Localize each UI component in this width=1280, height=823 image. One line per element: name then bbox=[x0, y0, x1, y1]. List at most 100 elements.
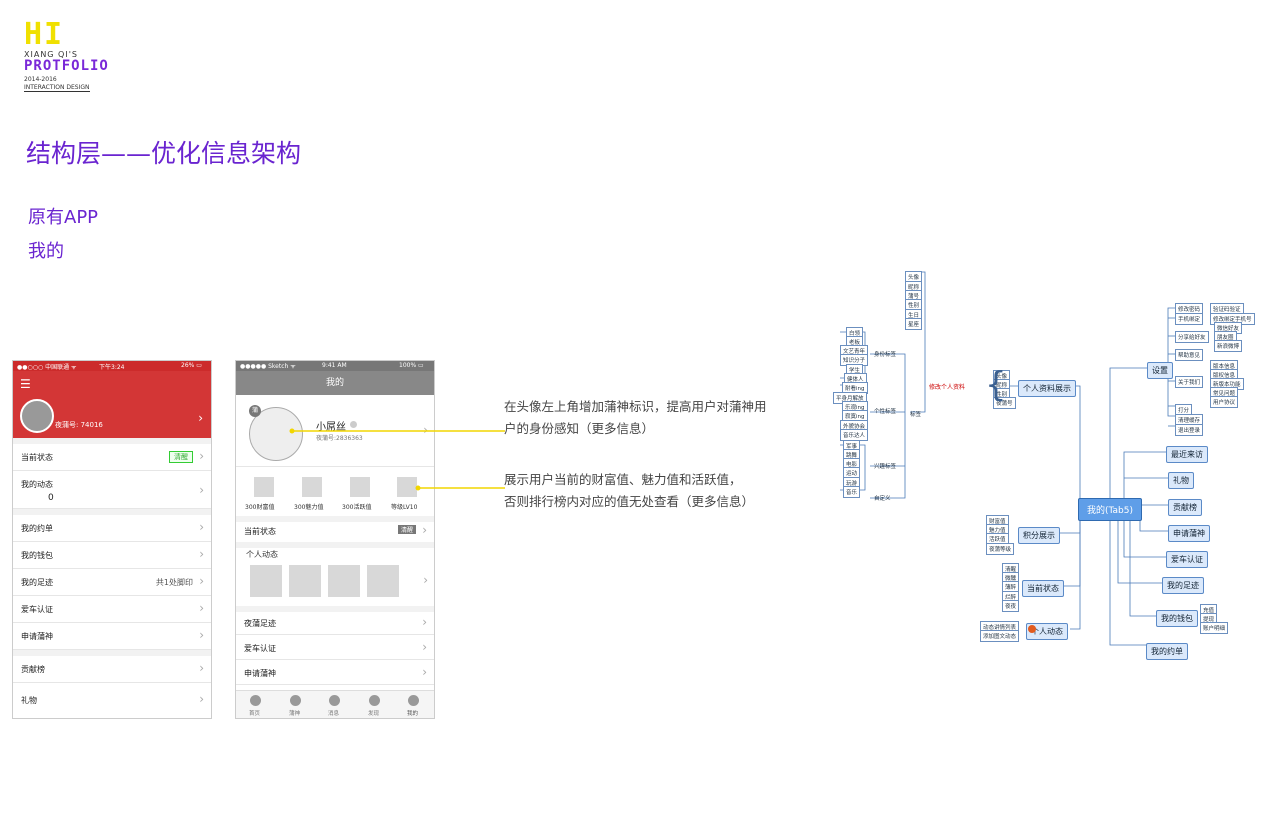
pushen-badge: 蒲 bbox=[249, 405, 261, 417]
stat-level: 等级LV10 bbox=[391, 504, 418, 511]
dynamic-thumb[interactable] bbox=[250, 565, 282, 597]
row-label: 我的钱包 bbox=[21, 551, 53, 560]
mindmap-leaf: 分享给好友 bbox=[1175, 331, 1209, 343]
dynamic-thumb[interactable] bbox=[289, 565, 321, 597]
status-time: 下午3:24 bbox=[99, 364, 125, 371]
mindmap-leaf: 添加图文动态 bbox=[980, 630, 1020, 642]
row-my-footprint[interactable]: 我的足迹 共1处脚印 › bbox=[13, 569, 211, 596]
tab-mine[interactable]: 我的 bbox=[407, 711, 419, 717]
dynamic-thumb[interactable] bbox=[367, 565, 399, 597]
chevron-right-icon: › bbox=[422, 665, 427, 679]
chevron-right-icon: › bbox=[199, 628, 204, 642]
annotation-text: 在头像左上角增加蒲神标识，提高用户对蒲神用 bbox=[504, 399, 767, 414]
status-carrier: ●●○○○ 中国联通 ᯤ bbox=[17, 364, 77, 371]
tab-bar: 首页 蒲神 消息 发现 我的 bbox=[236, 690, 434, 718]
row-my-orders[interactable]: 我的约单 › bbox=[13, 515, 211, 542]
row-car-verify[interactable]: 爱车认证 › bbox=[13, 596, 211, 623]
mindmap-node: 我的钱包 bbox=[1156, 610, 1198, 627]
mindmap-leaf: 退出登录 bbox=[1175, 424, 1204, 436]
mindmap-leaf: 星座 bbox=[905, 318, 923, 330]
mindmap-node: 个人资料展示 bbox=[1018, 380, 1076, 397]
stat-activity: 300活跃值 bbox=[342, 504, 372, 511]
row-apply-pushen[interactable]: 申请蒲神 › bbox=[13, 623, 211, 650]
row-footprint[interactable]: 夜蒲足迹 › bbox=[236, 610, 434, 635]
tag-group-custom: 自定义 bbox=[874, 496, 891, 502]
chevron-right-icon: › bbox=[198, 411, 203, 425]
page-title: 结构层——优化信息架构 bbox=[26, 139, 302, 168]
mindmap-node: 当前状态 bbox=[1022, 580, 1064, 597]
chevron-right-icon: › bbox=[199, 520, 204, 534]
row-label: 申请蒲神 bbox=[244, 669, 276, 678]
mindmap-node: 我的约单 bbox=[1146, 643, 1188, 660]
row-apply-pushen[interactable]: 申请蒲神 › bbox=[236, 660, 434, 685]
nav-title: 我的 bbox=[236, 371, 434, 395]
stat-wealth: 300财富值 bbox=[245, 504, 275, 511]
row-label: 当前状态 bbox=[21, 453, 53, 462]
chevron-right-icon: › bbox=[422, 523, 427, 537]
divider bbox=[13, 650, 211, 656]
mindmap-leaf: 夜蒲号 bbox=[993, 397, 1016, 409]
chevron-right-icon: › bbox=[199, 483, 204, 497]
tab-discover[interactable]: 发现 bbox=[368, 711, 380, 717]
row-my-wallet[interactable]: 我的钱包 › bbox=[13, 542, 211, 569]
mindmap-center: 我的(Tab5) bbox=[1078, 498, 1142, 521]
chevron-right-icon: › bbox=[423, 573, 428, 587]
annotation-text: 展示用户当前的财富值、魅力值和活跃值， bbox=[504, 472, 742, 487]
profile-header[interactable]: ☰ 夜蒲号: 74016 › bbox=[13, 371, 211, 438]
row-label: 贡献榜 bbox=[21, 665, 45, 674]
logo-years: 2014-2016 bbox=[24, 76, 57, 83]
tag-group-identity: 身份标签 bbox=[874, 352, 897, 358]
annotation-text: 户的身份感知（更多信息） bbox=[504, 421, 655, 436]
mindmap-leaf: 帮助意见 bbox=[1175, 349, 1204, 361]
tab-pushen[interactable]: 蒲神 bbox=[289, 711, 301, 717]
chevron-right-icon: › bbox=[199, 547, 204, 561]
row-contribution[interactable]: 贡献榜 › bbox=[13, 656, 211, 683]
chevron-right-icon: › bbox=[199, 601, 204, 615]
row-car-verify[interactable]: 爱车认证 › bbox=[236, 635, 434, 660]
tab-messages[interactable]: 消息 bbox=[328, 711, 340, 717]
row-label: 爱车认证 bbox=[21, 605, 53, 614]
tab-home[interactable]: 首页 bbox=[249, 711, 261, 717]
row-label: 当前状态 bbox=[244, 527, 276, 536]
annotation-text: 否则排行榜内对应的值无处查看（更多信息） bbox=[504, 494, 755, 509]
dynamic-thumb[interactable] bbox=[328, 565, 360, 597]
chevron-right-icon: › bbox=[199, 692, 204, 706]
row-label: 礼物 bbox=[21, 696, 37, 705]
wireframe-phone: ●●●●● Sketch ᯤ 9:41 AM 100% ▭ 我的 蒲 小屌丝 夜… bbox=[235, 360, 435, 719]
mindmap-node: 个人动态 bbox=[1026, 623, 1068, 640]
row-label: 我的动态 bbox=[21, 480, 53, 489]
status-carrier: ●●●●● Sketch ᯤ bbox=[240, 363, 296, 370]
mindmap-node: 最近来访 bbox=[1166, 446, 1208, 463]
dynamic-label: 个人动态 bbox=[246, 550, 278, 559]
chevron-right-icon: › bbox=[422, 640, 427, 654]
brace-icon: { bbox=[985, 365, 1007, 405]
logo-design: INTERACTION DESIGN bbox=[24, 84, 90, 92]
divider bbox=[236, 542, 434, 548]
row-my-dynamic[interactable]: 我的动态 0 › bbox=[13, 471, 211, 509]
logo-subtitle: XIANG QI'S bbox=[24, 50, 78, 59]
annotation-stats: 展示用户当前的财富值、魅力值和活跃值， 否则排行榜内对应的值无处查看（更多信息） bbox=[504, 469, 754, 513]
footprint-count: 共1处脚印 bbox=[155, 578, 193, 587]
mindmap-leaf: 关于我们 bbox=[1175, 376, 1204, 388]
divider bbox=[13, 438, 211, 444]
avatar[interactable] bbox=[20, 399, 54, 433]
charm-icon bbox=[302, 477, 322, 497]
subtitle-mine: 我的 bbox=[28, 241, 64, 262]
divider bbox=[236, 466, 434, 467]
dynamic-count: 0 bbox=[48, 493, 54, 503]
row-gifts[interactable]: 礼物 › bbox=[13, 687, 211, 713]
status-bar: ●●●●● Sketch ᯤ 9:41 AM 100% ▭ bbox=[236, 361, 434, 371]
row-current-state[interactable]: 当前状态 清醒 › bbox=[13, 444, 211, 471]
subtitle-original-app: 原有APP bbox=[28, 207, 99, 228]
mindmap-node: 我的足迹 bbox=[1162, 577, 1204, 594]
mindmap-leaf: 账户明细 bbox=[1200, 622, 1229, 634]
menu-icon[interactable]: ☰ bbox=[20, 377, 31, 391]
row-label: 爱车认证 bbox=[244, 644, 276, 653]
mindmap-node: 贡献榜 bbox=[1168, 499, 1202, 516]
wealth-icon bbox=[254, 477, 274, 497]
chevron-right-icon: › bbox=[199, 574, 204, 588]
logo-main: PROTFOLIO bbox=[24, 58, 109, 74]
tag-group-personality: 个性标签 bbox=[874, 409, 897, 415]
annotation-badge: 在头像左上角增加蒲神标识，提高用户对蒲神用 户的身份感知（更多信息） bbox=[504, 396, 767, 440]
